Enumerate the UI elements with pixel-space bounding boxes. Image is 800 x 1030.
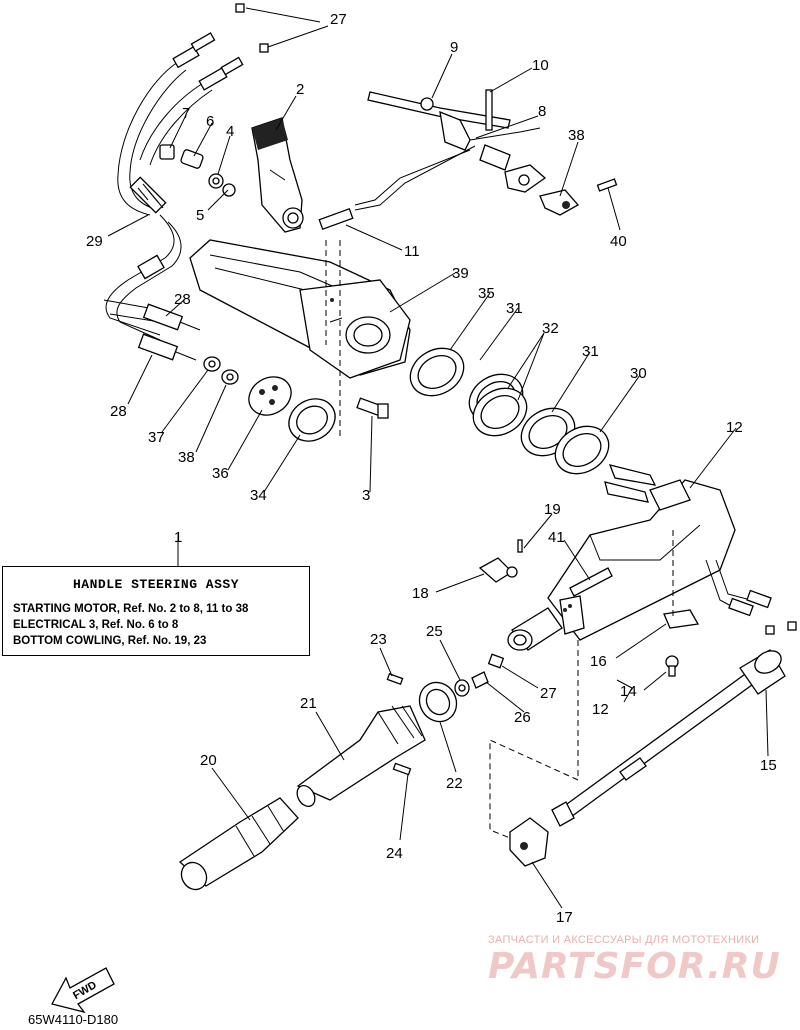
label-31-lower: 31: [582, 343, 599, 360]
label-19: 20: [200, 752, 217, 769]
label-18: 19: [544, 501, 561, 518]
info-box: HANDLE STEERING ASSY STARTING MOTOR, Ref…: [2, 566, 310, 656]
throttle-grip-assembly: [178, 653, 505, 891]
label-22: 23: [370, 631, 387, 648]
label-11: 11: [404, 243, 420, 260]
label-38: 39: [452, 265, 469, 282]
label-26: 27: [540, 685, 557, 702]
label-23: 24: [386, 845, 403, 862]
label-17: 18: [412, 585, 429, 602]
label-24: 25: [426, 623, 443, 640]
label-28-lower: 28: [110, 403, 127, 420]
label-36: 37: [148, 429, 165, 446]
steering-handle-bracket: [507, 464, 797, 677]
label-8: 8: [538, 103, 546, 120]
label-34: 34: [250, 487, 267, 504]
label-40: 40: [610, 233, 627, 250]
stop-switch-parts: [478, 539, 523, 583]
label-41: 41: [548, 529, 565, 546]
label-14: 15: [760, 757, 777, 774]
label-25: 26: [514, 709, 531, 726]
throttle-cable-assembly: [103, 3, 269, 361]
drawing-code: 65W4110-D180: [28, 1012, 119, 1027]
label-3: 3: [362, 487, 370, 504]
throttle-shaft: [551, 649, 786, 827]
label-5: 5: [196, 207, 204, 224]
label-9: 9: [450, 39, 458, 56]
label-4: 4: [226, 123, 234, 140]
info-box-title: HANDLE STEERING ASSY: [72, 577, 240, 592]
label-1: 1: [174, 529, 182, 546]
label-12: 12: [726, 419, 743, 436]
part-number-labels: 27 2 9 10 8 7 6 4 38 5 29 11 40 39 35 28…: [86, 11, 777, 926]
shift-rod-assembly: [354, 89, 618, 216]
label-28-upper: 28: [174, 291, 191, 308]
leader-lines: [107, 7, 769, 909]
throttle-clamp: [489, 640, 579, 867]
label-6: 6: [206, 113, 214, 130]
label-33: 35: [478, 285, 495, 302]
label-16: 17: [556, 909, 573, 926]
watermark-logo: PARTSFOR.RU: [488, 946, 781, 987]
small-fasteners-left: [159, 144, 236, 197]
label-15: 16: [590, 653, 607, 670]
label-30: 30: [630, 365, 647, 382]
label-35: 36: [212, 465, 229, 482]
label-plate: [318, 207, 354, 231]
label-31-upper: 31: [506, 300, 523, 317]
label-20: 21: [300, 695, 317, 712]
label-39: 38: [568, 127, 585, 144]
info-line-electrical: ELECTRICAL 3, Ref. No. 6 to 8: [13, 619, 179, 631]
info-line-bottom-cowling: BOTTOM COWLING, Ref. No. 19, 23: [13, 635, 207, 647]
label-37: 38: [178, 449, 195, 466]
label-13: 14: [620, 683, 637, 700]
label-27: 27: [330, 11, 347, 28]
start-lever: [251, 117, 304, 233]
info-line-starting-motor: STARTING MOTOR, Ref. No. 2 to 8, 11 to 3…: [13, 603, 249, 615]
label-12-b: 12: [592, 701, 609, 718]
label-32: 32: [542, 320, 559, 337]
label-7: 7: [182, 105, 190, 122]
upper-handle-bracket: [189, 239, 411, 440]
watermark-tagline: ЗАПЧАСТИ И АКСЕССУАРЫ ДЛЯ МОТОТЕХНИКИ: [488, 934, 760, 946]
label-21: 22: [446, 775, 463, 792]
label-10: 10: [532, 57, 549, 74]
friction-rings: [203, 347, 610, 475]
fwd-arrow-icon: FWD: [51, 967, 115, 1014]
label-29: 29: [86, 233, 103, 250]
label-2: 2: [296, 81, 304, 98]
